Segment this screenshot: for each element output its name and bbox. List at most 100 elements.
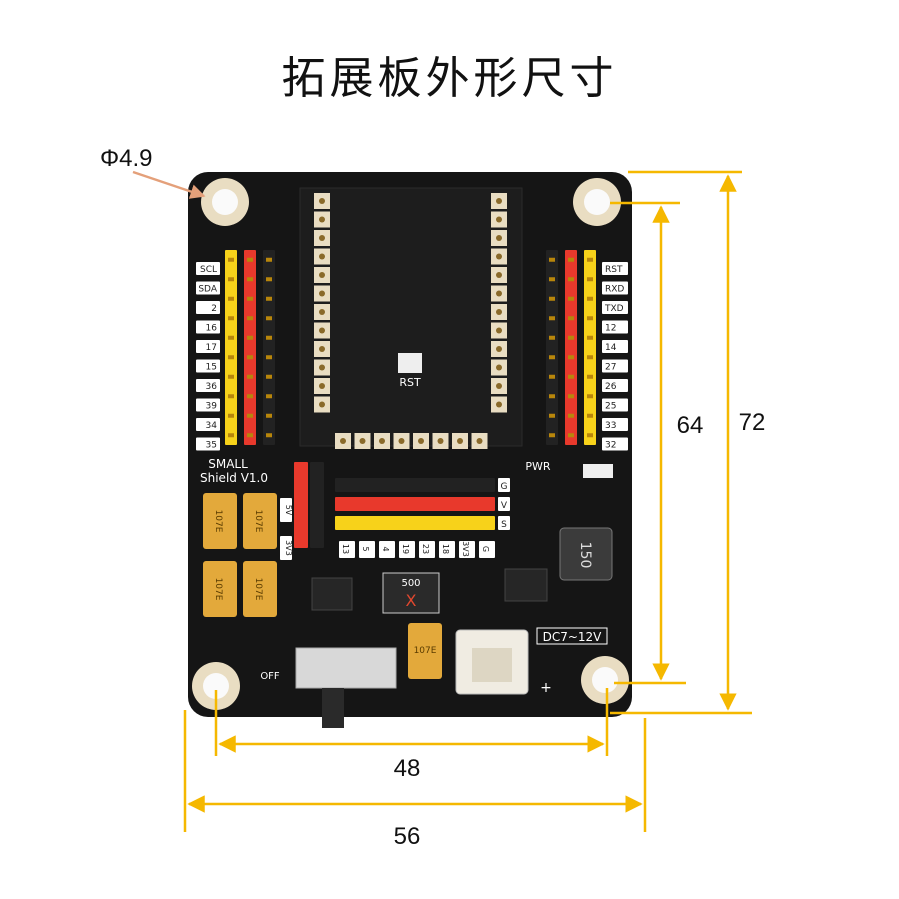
pin-label: 16	[206, 324, 218, 334]
pin	[568, 296, 574, 301]
pin-label-tag	[602, 340, 628, 353]
pin-label: 36	[206, 382, 218, 392]
pin-label-tag	[196, 281, 220, 295]
pin	[266, 355, 272, 360]
pin	[587, 355, 593, 360]
pin	[266, 433, 272, 438]
pin-label-tag	[498, 478, 510, 492]
pin	[587, 374, 593, 379]
chip-mark: X	[406, 591, 417, 610]
rst-label: RST	[399, 376, 421, 389]
off-label: OFF	[260, 671, 280, 682]
pin-label: G	[481, 546, 490, 552]
pin-label: SCL	[200, 265, 217, 275]
pin-label-tag	[419, 541, 435, 558]
header-row	[335, 516, 495, 530]
socket-pad-hole	[319, 216, 325, 223]
pin-label: RST	[605, 265, 623, 275]
pin-label: 4	[381, 546, 390, 551]
pin	[247, 413, 253, 418]
socket-pad-hole	[398, 438, 405, 444]
pin-label: SDA	[198, 285, 217, 295]
pin-label: 27	[605, 363, 616, 373]
pin	[228, 257, 234, 262]
socket-pad-hole	[476, 438, 483, 444]
pin-label-tag	[439, 541, 455, 558]
module-socket-bottom	[335, 433, 488, 449]
pin-label: 14	[605, 343, 617, 353]
pin	[228, 413, 234, 418]
socket-pad-hole	[379, 438, 385, 444]
socket-pad-hole	[319, 309, 325, 315]
cap-label: 107E	[253, 578, 263, 601]
pin-label-tag	[196, 379, 220, 392]
pin-label: 18	[441, 544, 450, 554]
pin-label-tag	[479, 541, 495, 558]
pin	[587, 335, 593, 340]
pin	[228, 335, 234, 340]
pin-label-tag	[399, 541, 415, 558]
socket-pad-hole	[319, 401, 325, 408]
pin-label: 26	[605, 382, 617, 392]
socket-pad-hole	[496, 198, 502, 204]
pin-label-tag	[196, 262, 220, 275]
pin	[568, 335, 574, 340]
pin	[587, 257, 593, 262]
socket-pad-hole	[496, 383, 502, 389]
chip-label: 500	[401, 578, 420, 589]
socket-pad-hole	[496, 253, 502, 260]
pin	[228, 433, 234, 438]
pin-label-tag	[196, 359, 220, 373]
socket-pad-hole	[437, 438, 444, 444]
pin-label-tag	[498, 497, 510, 511]
power-switch-knob	[322, 688, 344, 728]
inductor	[559, 527, 613, 581]
pin	[587, 413, 593, 418]
header-row	[335, 478, 495, 492]
pin	[266, 277, 272, 282]
pin	[266, 394, 272, 399]
socket-pad-hole	[496, 309, 502, 315]
pin-label-tag	[280, 498, 292, 522]
dc-input-label: DC7~12V	[543, 630, 603, 644]
pin	[228, 277, 234, 282]
pin	[587, 277, 593, 282]
pin	[549, 413, 555, 418]
pin	[549, 394, 555, 399]
dim-label-board-width: 56	[394, 823, 421, 850]
header-bank-bottom	[335, 478, 495, 530]
pin	[266, 374, 272, 379]
socket-pad-hole	[496, 235, 502, 241]
socket-pad-hole	[319, 198, 325, 204]
pin-label-tag	[196, 320, 220, 334]
pin	[266, 335, 272, 340]
pin	[568, 374, 574, 379]
cap-label: 107E	[253, 510, 263, 533]
pin	[247, 394, 253, 399]
module-socket-left	[314, 193, 330, 413]
pin-label-tag	[196, 418, 220, 431]
socket-pad-hole	[319, 253, 325, 260]
socket-pad-hole	[457, 438, 463, 444]
pin-label-tag	[196, 437, 220, 451]
hole-diameter-label: Φ4.9	[100, 145, 153, 172]
pwr-label: PWR	[525, 460, 551, 473]
cap-label: 107E	[213, 578, 223, 601]
cap-label: 107E	[213, 510, 223, 533]
power-switch	[295, 647, 397, 689]
transistor	[311, 577, 353, 611]
pin	[228, 394, 234, 399]
shield-version-label: Shield V1.0	[200, 471, 268, 485]
socket-pad-hole	[359, 438, 366, 444]
pin	[549, 257, 555, 262]
header-power-red	[294, 462, 308, 548]
pin-label-tag	[602, 418, 628, 431]
inductor-label: 150	[577, 542, 593, 569]
dim-label-hole-horizontal: 48	[394, 755, 421, 782]
pin-label: 13	[341, 544, 350, 554]
pin-label: 5V	[284, 505, 293, 516]
